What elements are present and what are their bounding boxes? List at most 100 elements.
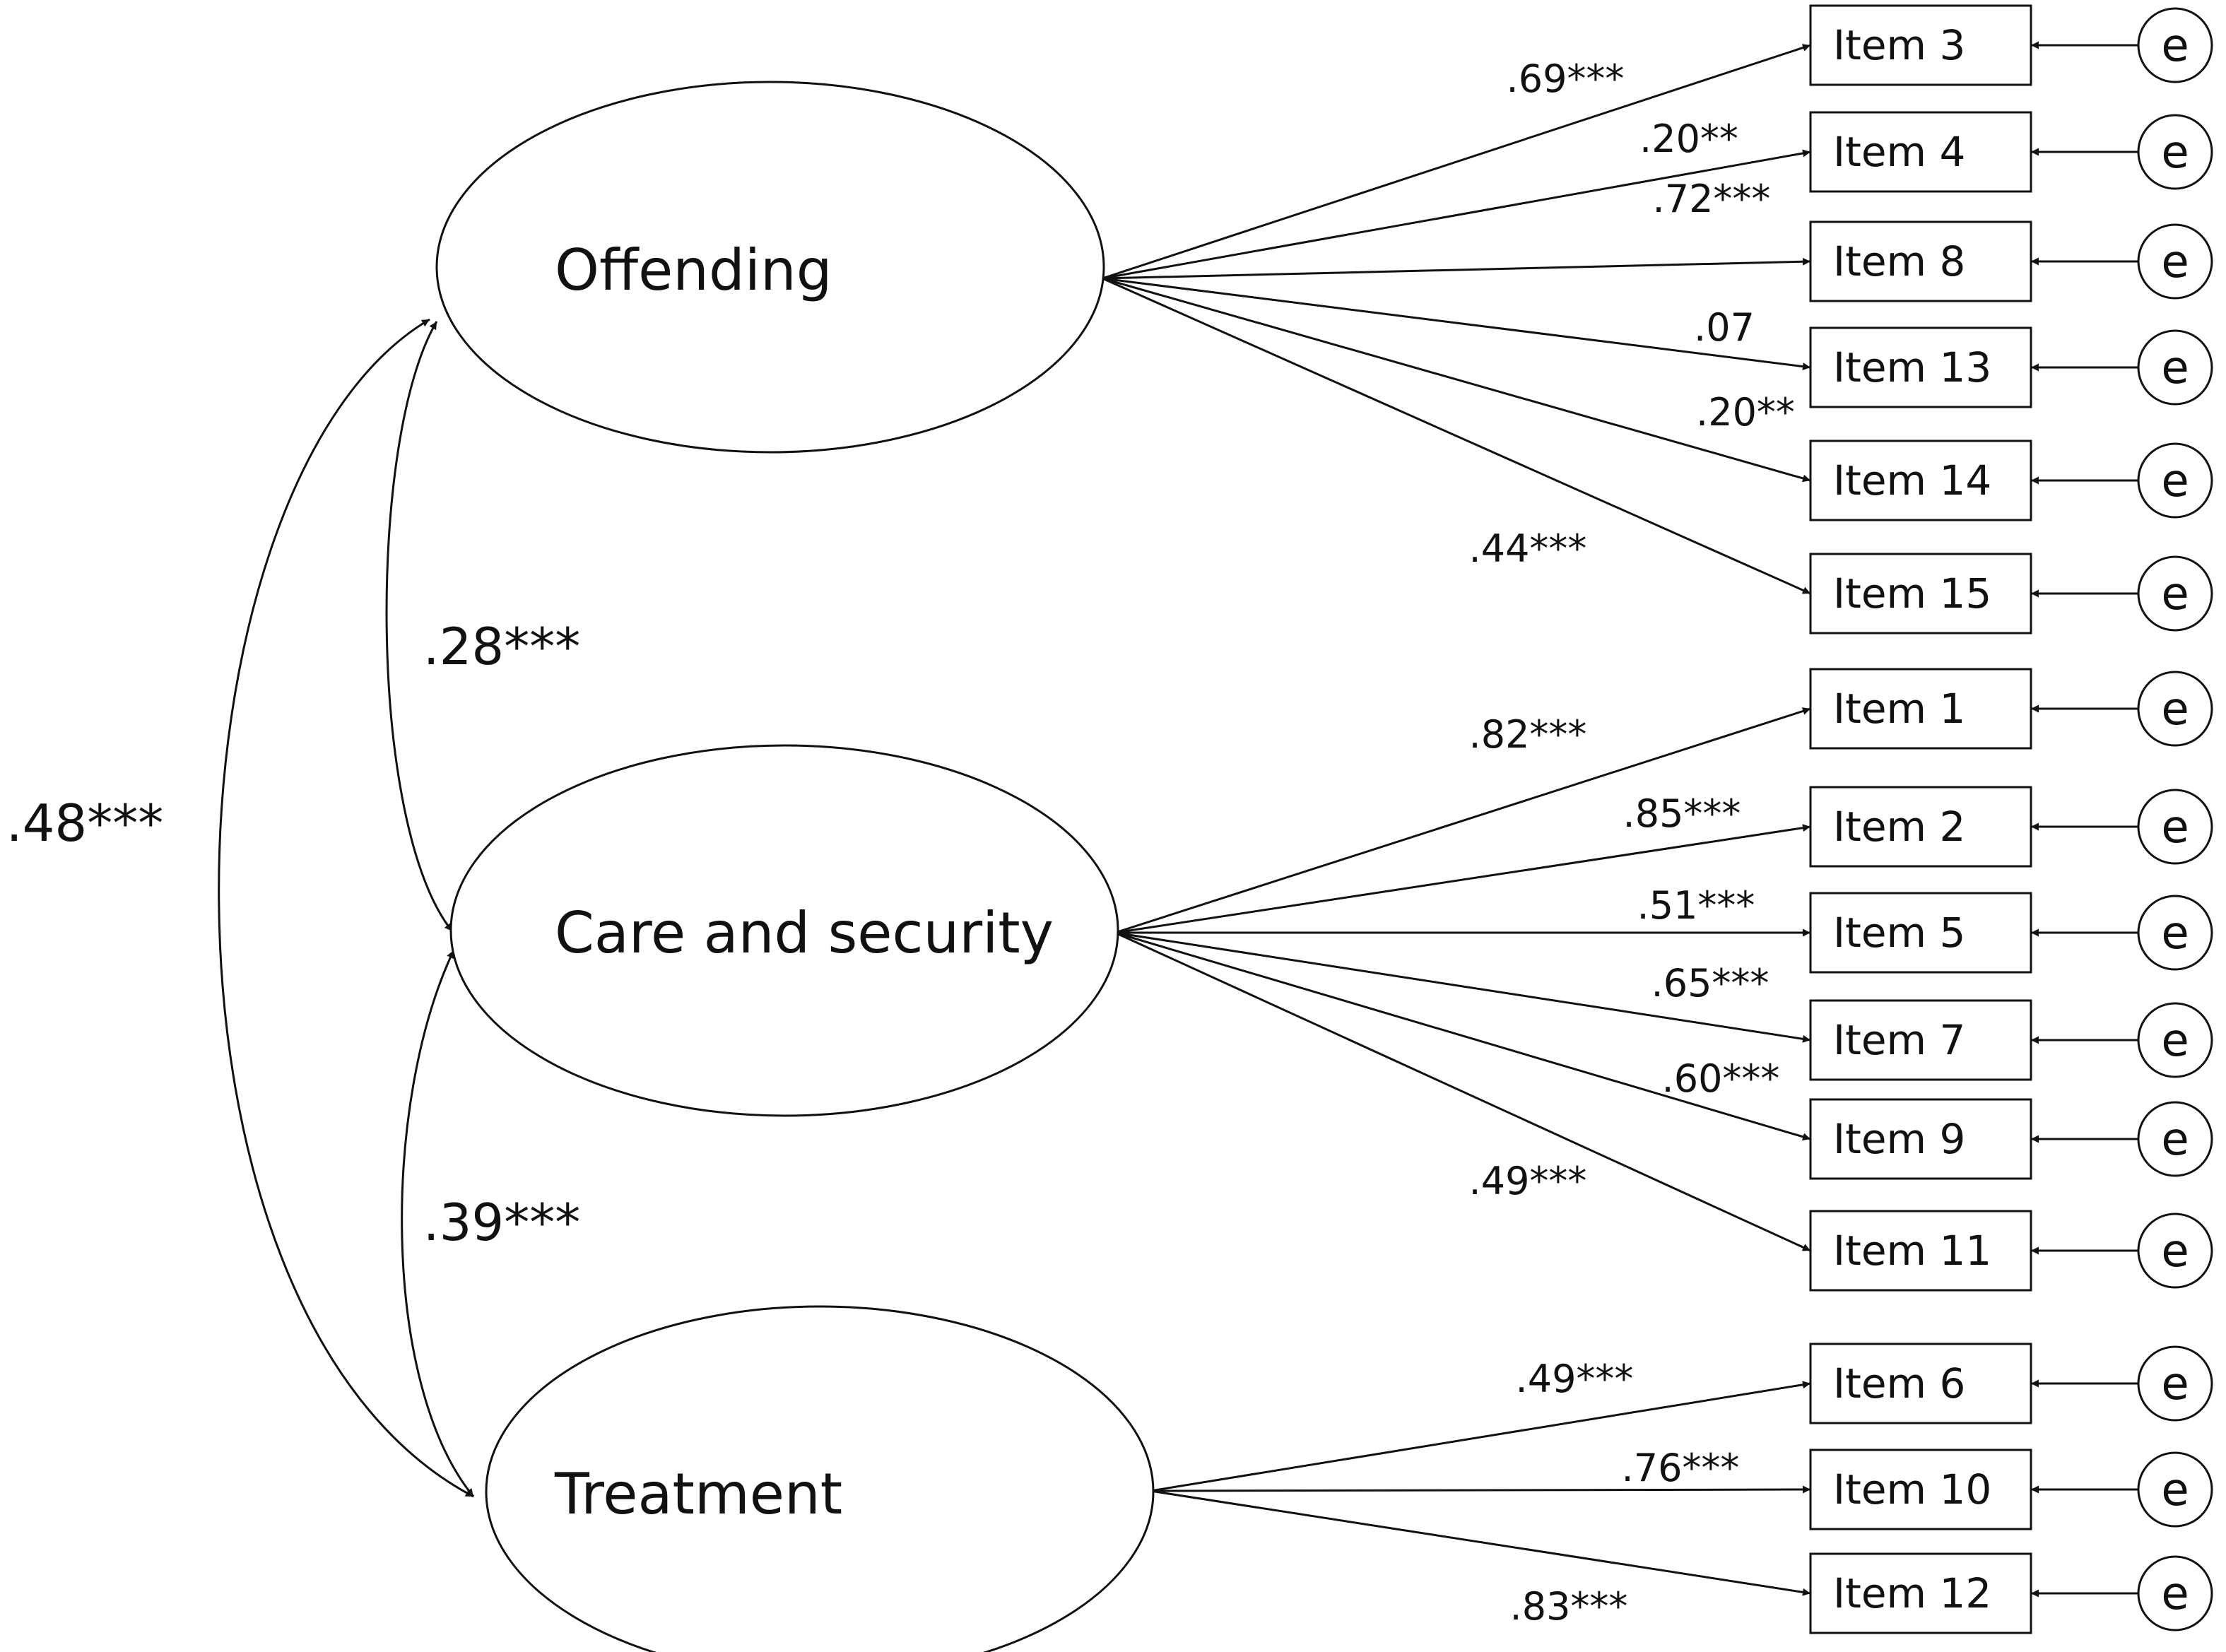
loading-arrow-item-14: [1102, 277, 1811, 483]
error-label-item-7: e: [2161, 1015, 2189, 1067]
error-circle-item-13: [2137, 329, 2213, 406]
item-label-item-5: Item 5: [1833, 909, 1965, 957]
covariance-arrow-offending-care: [385, 321, 454, 932]
covariance-label-offending-treatment: .48***: [6, 793, 164, 853]
loading-arrow-item-6: [1150, 1381, 1811, 1492]
error-circle-item-7: [2137, 1002, 2213, 1078]
loading-label-item-7: .65***: [1651, 961, 1769, 1005]
item-label-item-3: Item 3: [1833, 21, 1965, 69]
error-label-item-13: e: [2161, 342, 2189, 394]
item-label-item-13: Item 13: [1833, 343, 1991, 391]
error-circle-item-3: [2137, 7, 2213, 83]
factor-ellipse-care: [449, 744, 1119, 1117]
loading-label-item-8: .72***: [1653, 177, 1771, 221]
error-circle-item-1: [2137, 671, 2213, 747]
error-circle-item-11: [2137, 1213, 2213, 1289]
item-box-item-10: [1809, 1449, 2032, 1530]
item-box-item-11: [1809, 1210, 2032, 1292]
error-circle-item-4: [2137, 114, 2213, 190]
item-label-item-4: Item 4: [1833, 128, 1965, 176]
loading-paths-layer: [1102, 41, 2138, 1598]
item-box-item-1: [1809, 668, 2032, 750]
error-label-item-8: e: [2161, 236, 2189, 288]
item-box-item-3: [1809, 4, 2032, 86]
item-label-item-1: Item 1: [1833, 685, 1965, 733]
item-label-item-12: Item 12: [1833, 1569, 1991, 1617]
item-label-item-14: Item 14: [1833, 456, 1991, 505]
loading-label-item-12: .83***: [1510, 1584, 1628, 1629]
loading-label-item-14: .20**: [1696, 390, 1795, 435]
error-label-item-1: e: [2161, 683, 2189, 736]
error-circle-item-15: [2137, 555, 2213, 632]
covariance-arrow-offending-treatment: [218, 318, 474, 1498]
factor-label-care: Care and security: [555, 900, 1054, 966]
error-label-item-12: e: [2161, 1568, 2189, 1620]
error-label-item-2: e: [2161, 801, 2189, 854]
factor-label-offending: Offending: [555, 237, 832, 303]
item-label-item-9: Item 9: [1833, 1115, 1965, 1163]
item-box-item-9: [1809, 1098, 2032, 1180]
item-label-item-6: Item 6: [1833, 1359, 1965, 1408]
item-box-item-2: [1809, 786, 2032, 868]
loading-label-item-11: .49***: [1469, 1159, 1587, 1203]
loading-arrow-item-11: [1114, 931, 1811, 1252]
loading-label-item-1: .82***: [1469, 712, 1587, 757]
error-label-item-6: e: [2161, 1358, 2189, 1410]
loading-label-item-10: .76***: [1622, 1446, 1740, 1490]
loading-arrow-item-8: [1102, 257, 1811, 280]
error-circle-item-10: [2137, 1451, 2213, 1528]
factor-label-treatment: Treatment: [554, 1461, 842, 1527]
loading-arrow-item-1: [1114, 707, 1811, 934]
loading-arrow-item-3: [1102, 44, 1811, 280]
nodes-layer: [435, 4, 2213, 1652]
error-label-item-15: e: [2161, 568, 2189, 620]
item-box-item-7: [1809, 999, 2032, 1081]
item-box-item-15: [1809, 553, 2032, 635]
error-circle-item-12: [2137, 1555, 2213, 1632]
item-box-item-13: [1809, 326, 2032, 408]
loading-arrow-item-12: [1150, 1489, 1811, 1596]
item-box-item-14: [1809, 439, 2032, 521]
loading-label-item-3: .69***: [1507, 57, 1625, 101]
error-label-item-10: e: [2161, 1464, 2189, 1516]
error-label-item-4: e: [2161, 126, 2189, 179]
error-circle-item-9: [2137, 1101, 2213, 1177]
error-circle-item-8: [2137, 223, 2213, 300]
error-circle-item-2: [2137, 789, 2213, 865]
loading-arrow-item-7: [1114, 931, 1811, 1043]
error-label-item-11: e: [2161, 1225, 2189, 1278]
loading-arrow-item-15: [1102, 277, 1811, 595]
loading-label-item-5: .51***: [1637, 883, 1755, 928]
loading-arrow-item-10: [1150, 1485, 1811, 1494]
error-circle-item-5: [2137, 895, 2213, 971]
loading-label-item-13: .07: [1694, 305, 1755, 350]
covariance-label-offending-care: .28***: [423, 617, 581, 676]
covariance-label-care-treatment: .39***: [423, 1193, 581, 1252]
loading-label-item-9: .60***: [1662, 1056, 1780, 1101]
item-box-item-8: [1809, 220, 2032, 302]
item-box-item-5: [1809, 892, 2032, 974]
loading-arrow-item-2: [1114, 824, 1811, 934]
item-label-item-10: Item 10: [1833, 1465, 1991, 1514]
item-label-item-11: Item 11: [1833, 1227, 1991, 1275]
factor-ellipse-offending: [435, 81, 1105, 454]
error-label-item-14: e: [2161, 455, 2189, 507]
error-label-item-3: e: [2161, 20, 2189, 72]
loading-label-item-6: .49***: [1516, 1357, 1634, 1401]
loading-arrow-item-4: [1102, 149, 1811, 280]
error-circle-item-6: [2137, 1345, 2213, 1422]
error-label-item-5: e: [2161, 907, 2189, 960]
item-box-item-12: [1809, 1552, 2032, 1634]
covariance-layer: [218, 318, 475, 1498]
loading-label-item-4: .20**: [1639, 117, 1738, 161]
item-box-item-4: [1809, 111, 2032, 193]
loading-label-item-15: .44***: [1469, 526, 1587, 571]
loading-arrow-item-13: [1102, 277, 1811, 371]
loading-arrow-item-9: [1114, 931, 1811, 1141]
item-label-item-2: Item 2: [1833, 803, 1965, 851]
factor-ellipse-treatment: [485, 1305, 1155, 1652]
error-circle-item-14: [2137, 442, 2213, 519]
item-label-item-8: Item 8: [1833, 237, 1965, 285]
